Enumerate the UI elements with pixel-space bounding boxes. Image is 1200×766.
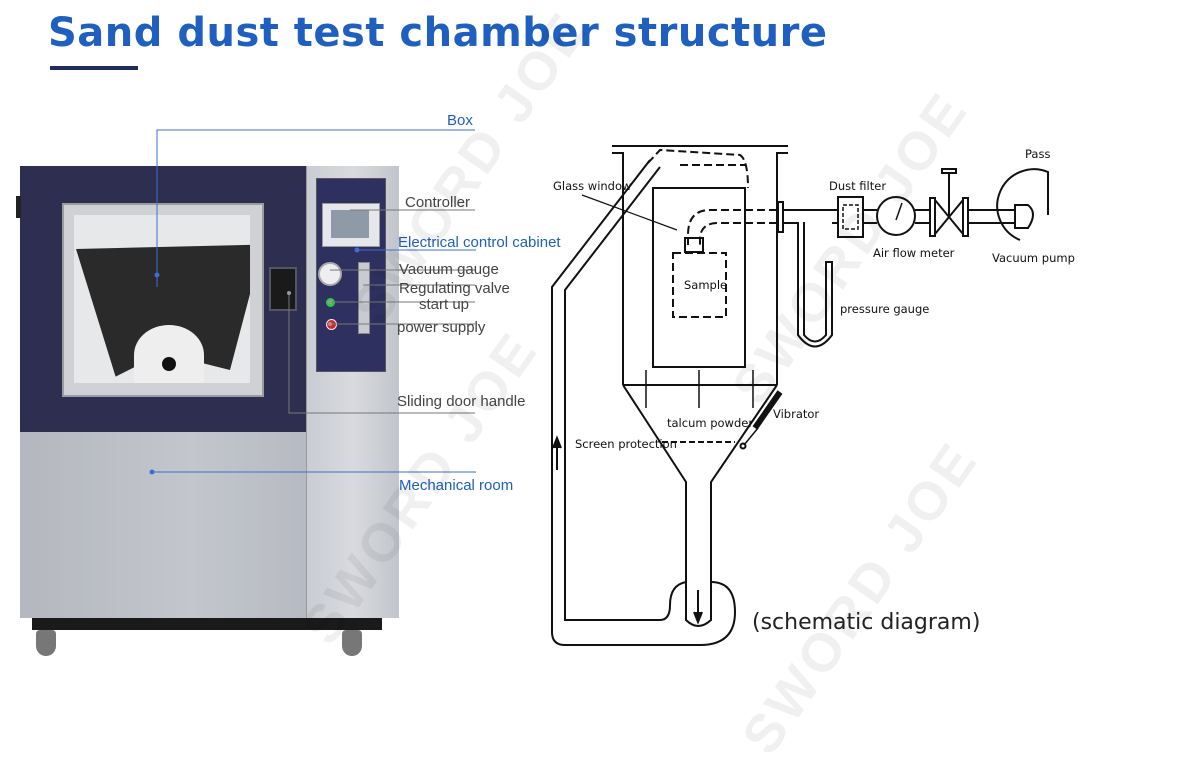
dust-filter (837, 196, 864, 238)
label-controller: Controller (405, 194, 471, 211)
label-glass-window: Glass window (553, 179, 632, 193)
chamber-right-wall (776, 152, 788, 385)
label-pass: Pass (1025, 147, 1051, 161)
dashed-suction-pipe (687, 209, 777, 245)
label-vacuum-gauge: Vacuum gauge (399, 261, 499, 278)
label-electrical-control-cabinet: Electrical control cabinet (398, 234, 561, 251)
vacuum-gauge-dial (318, 262, 342, 286)
label-mechanical-room: Mechanical room (399, 477, 514, 494)
air-flow-meter (876, 196, 916, 236)
label-air-flow-meter: Air flow meter (873, 246, 955, 260)
label-vibrator: Vibrator (773, 407, 820, 421)
side-knob (16, 196, 21, 218)
u-tube-pressure-gauge (797, 222, 833, 348)
glass-window-leader (581, 194, 678, 231)
label-sliding-door-handle: Sliding door handle (397, 393, 526, 410)
dashed-inlet (647, 148, 749, 189)
box-leader (156, 129, 475, 287)
title-underline (50, 66, 138, 70)
label-box: Box (447, 112, 473, 129)
label-start-up: start up (419, 296, 470, 313)
label-talcum-powder: talcum powder (667, 416, 754, 430)
base (32, 618, 382, 630)
schematic-diagram (551, 145, 1049, 646)
label-dust-filter: Dust filter (829, 179, 887, 193)
label-vacuum-pump: Vacuum pump (992, 251, 1075, 265)
callout-lines (149, 129, 1049, 646)
label-sample: Sample (684, 278, 728, 292)
window-frame (62, 203, 264, 397)
schematic-caption: (schematic diagram) (752, 610, 981, 635)
wheel-left (36, 630, 56, 656)
door-handle-leader (288, 293, 475, 414)
wheel-right (342, 630, 362, 656)
door-handle (269, 267, 297, 311)
hopper-cone (622, 384, 687, 585)
pipe-flange (777, 201, 784, 233)
label-pressure-gauge: pressure gauge (840, 302, 930, 316)
glass-window-box (652, 187, 746, 368)
chamber-left-wall (612, 152, 624, 385)
return-loop (551, 159, 737, 646)
flow-meter-tube (358, 262, 370, 334)
vacuum-pump (996, 168, 1049, 241)
chamber-lower-room (20, 432, 306, 618)
label-regulating-valve: Regulating valve (399, 280, 510, 297)
vibrator (752, 390, 783, 430)
label-power-supply: power supply (397, 319, 486, 336)
page-title: Sand dust test chamber structure (48, 10, 828, 56)
down-arrows (645, 370, 754, 408)
controller-screen (322, 203, 380, 247)
label-screen-protection: Screen protection (575, 437, 677, 451)
